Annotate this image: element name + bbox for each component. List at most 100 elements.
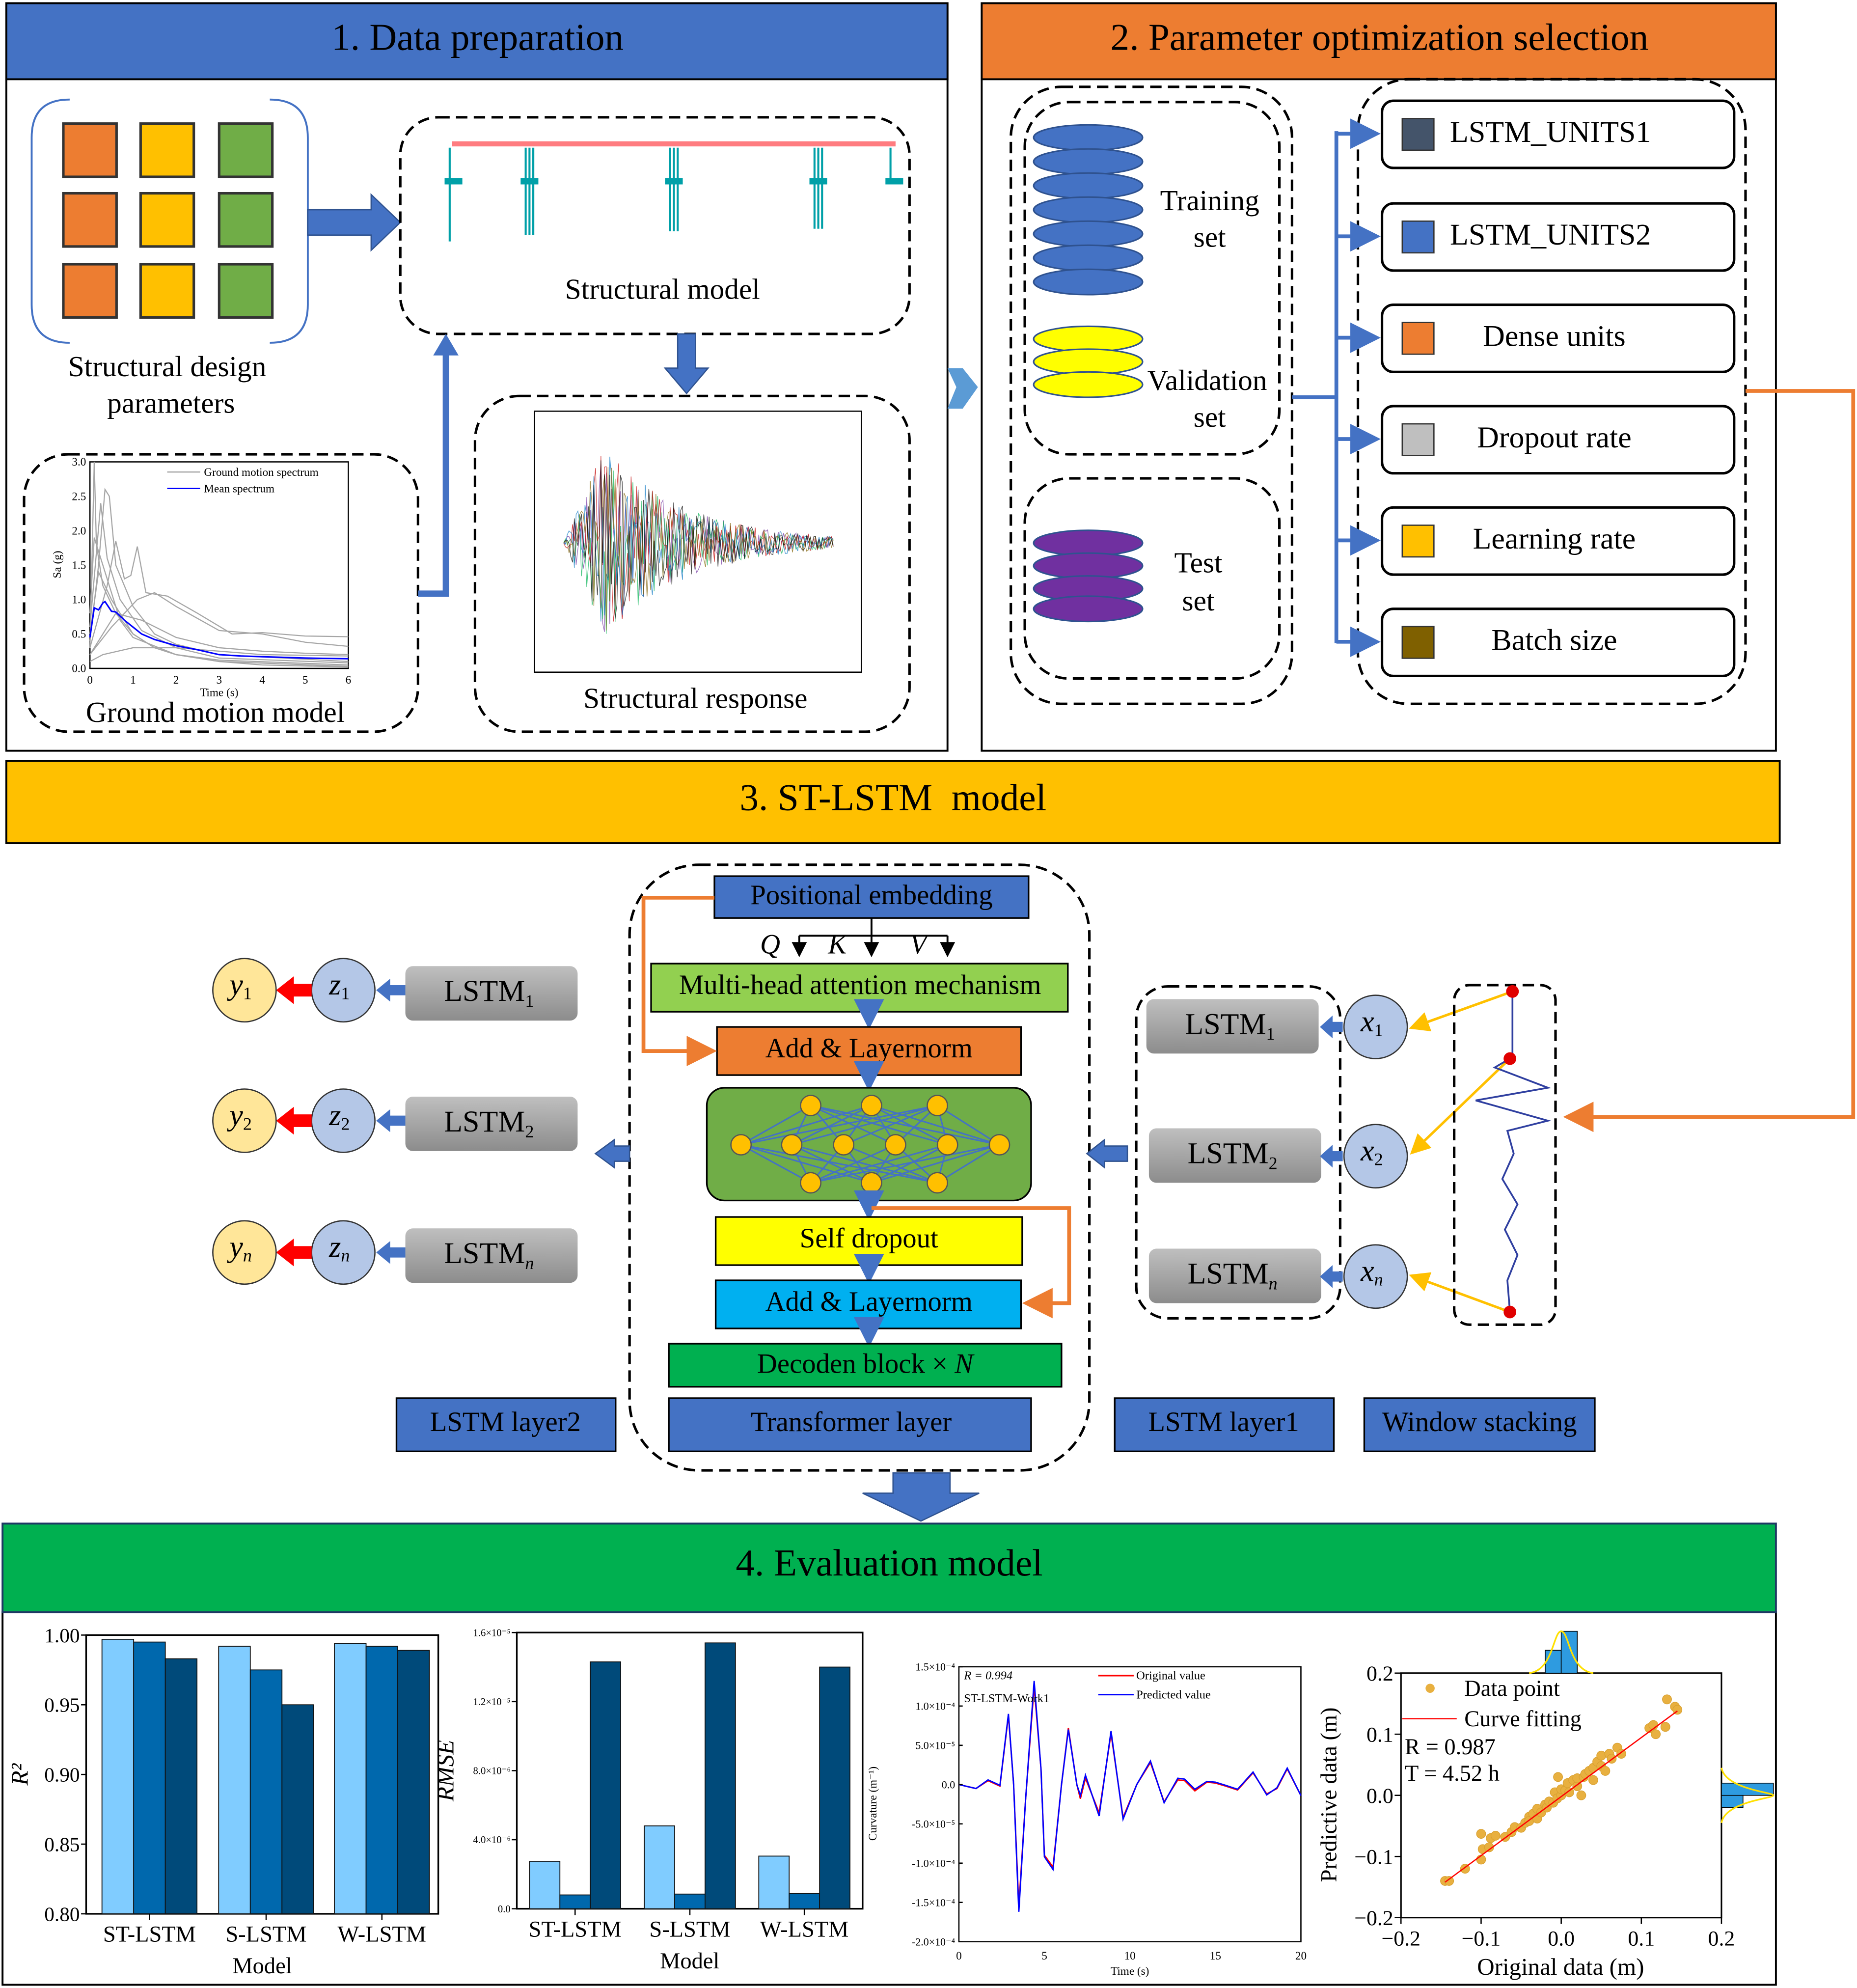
parameter-box [1380, 99, 1736, 169]
x-node [1343, 994, 1408, 1059]
nn-node [800, 1172, 822, 1194]
design-params-label: parameters [107, 387, 235, 419]
dataset-stacks [1033, 124, 1144, 623]
y-tick-label: 0.90 [44, 1764, 80, 1786]
parameter-square [218, 263, 274, 319]
parameter-label: LSTM_UNITS1 [1450, 115, 1651, 149]
y-tick-label: 1.5×10⁻⁴ [915, 1661, 955, 1673]
x-tick-label: S-LSTM [649, 1917, 730, 1942]
y-tick-label: 0.80 [44, 1903, 80, 1925]
parameter-box [1380, 405, 1736, 475]
nn-node [927, 1095, 948, 1116]
response-plot-frame [534, 410, 862, 673]
bar [674, 1893, 706, 1909]
window-arrow [1410, 1057, 1511, 1155]
nn-edge [810, 1104, 1000, 1146]
parameter-item: Dropout rate [1336, 405, 1736, 475]
nn-edge [937, 1104, 1000, 1146]
structural-response-label: Structural response [583, 682, 807, 715]
nn-edge [740, 1104, 938, 1146]
x-tick-label: 3 [217, 674, 222, 687]
arrow-down [862, 1472, 980, 1522]
y-axis-label: Predictive data (m) [1317, 1708, 1342, 1882]
parameter-square [218, 192, 274, 248]
validation-set-label: Validation [1147, 364, 1267, 396]
z-label: zn [328, 1230, 350, 1266]
bar [101, 1638, 135, 1914]
nn-edge [871, 1144, 948, 1184]
bar [334, 1643, 367, 1914]
legend-label: Mean spectrum [204, 482, 274, 495]
window-point [1503, 1052, 1517, 1065]
x-label: x2 [1360, 1134, 1383, 1169]
decoder-block-box [668, 1343, 1063, 1388]
validation-disk [1033, 348, 1144, 376]
data-point [1490, 1830, 1501, 1841]
x-tick-label: ST-LSTM [529, 1917, 622, 1942]
training-set-label: set [1194, 221, 1226, 253]
transformer-box [628, 863, 1091, 1472]
window-box [1453, 984, 1557, 1326]
bar [397, 1650, 430, 1914]
neural-network-nodes [730, 1095, 1010, 1194]
nn-node [927, 1172, 948, 1194]
key-label: K [827, 929, 848, 960]
parameter-label: Batch size [1491, 624, 1617, 657]
transformer-layer-label: Transformer layer [751, 1407, 952, 1437]
transformer-layer-label-box [668, 1397, 1032, 1452]
y-tick-label: 1.0 [72, 594, 86, 607]
nn-node [860, 1095, 882, 1116]
y-tick-label: 0.0 [942, 1779, 955, 1791]
y-tick-label: −0.2 [1354, 1906, 1393, 1930]
design-parameter-grid [62, 122, 274, 319]
training-disk [1033, 244, 1144, 272]
nn-node [936, 1134, 958, 1156]
parameter-swatch [1401, 322, 1435, 355]
response-trace [563, 467, 834, 631]
bar [218, 1646, 251, 1914]
annotation: T = 4.52 h [1405, 1761, 1500, 1786]
legend-label: Predicted value [1136, 1688, 1211, 1701]
nn-edge [791, 1144, 872, 1184]
annotation: R = 0.994 [963, 1669, 1012, 1683]
ground-motion-line [89, 537, 349, 666]
training-disk [1033, 220, 1144, 248]
x-tick-label: 2 [173, 674, 179, 687]
data-point [1588, 1775, 1598, 1785]
y-tick-label: −0.1 [1354, 1846, 1393, 1869]
parameter-square [62, 263, 118, 319]
x-tick-label: 0 [956, 1950, 962, 1962]
z-label: z1 [328, 968, 350, 1003]
y-tick-label: 1.2×10⁻⁵ [473, 1697, 511, 1708]
parameter-swatch [1401, 221, 1435, 254]
red-arrow-left [276, 976, 312, 1004]
bar [365, 1646, 398, 1914]
x-node [1343, 1124, 1408, 1189]
lstm-cell [1148, 1128, 1321, 1183]
lstm-cell-label: LSTM1 [444, 974, 534, 1011]
y-node [212, 958, 277, 1023]
arrow-down [663, 333, 710, 395]
bridge-model [444, 141, 903, 242]
bar [133, 1641, 166, 1914]
nn-edge [791, 1104, 872, 1146]
parameter-swatch [1401, 423, 1435, 456]
test-set-label: Test [1174, 547, 1223, 579]
feedback-line [1563, 389, 1856, 1132]
nn-edge [740, 1144, 938, 1184]
decoder-block-label: Decoden block × N [757, 1348, 975, 1379]
y-axis-label: Curvature (m⁻¹) [867, 1767, 879, 1841]
legend-label: Original value [1136, 1669, 1205, 1683]
nn-node [800, 1095, 822, 1116]
design-params-label: Structural design [68, 350, 267, 383]
histogram-bar [1560, 1630, 1578, 1674]
y-tick-label: 5.0×10⁻⁵ [915, 1740, 955, 1752]
parameter-square [218, 122, 274, 178]
lstm-cell [405, 966, 578, 1021]
x-tick-label: 15 [1210, 1950, 1221, 1962]
panel-header [5, 2, 949, 81]
bar [819, 1666, 850, 1909]
